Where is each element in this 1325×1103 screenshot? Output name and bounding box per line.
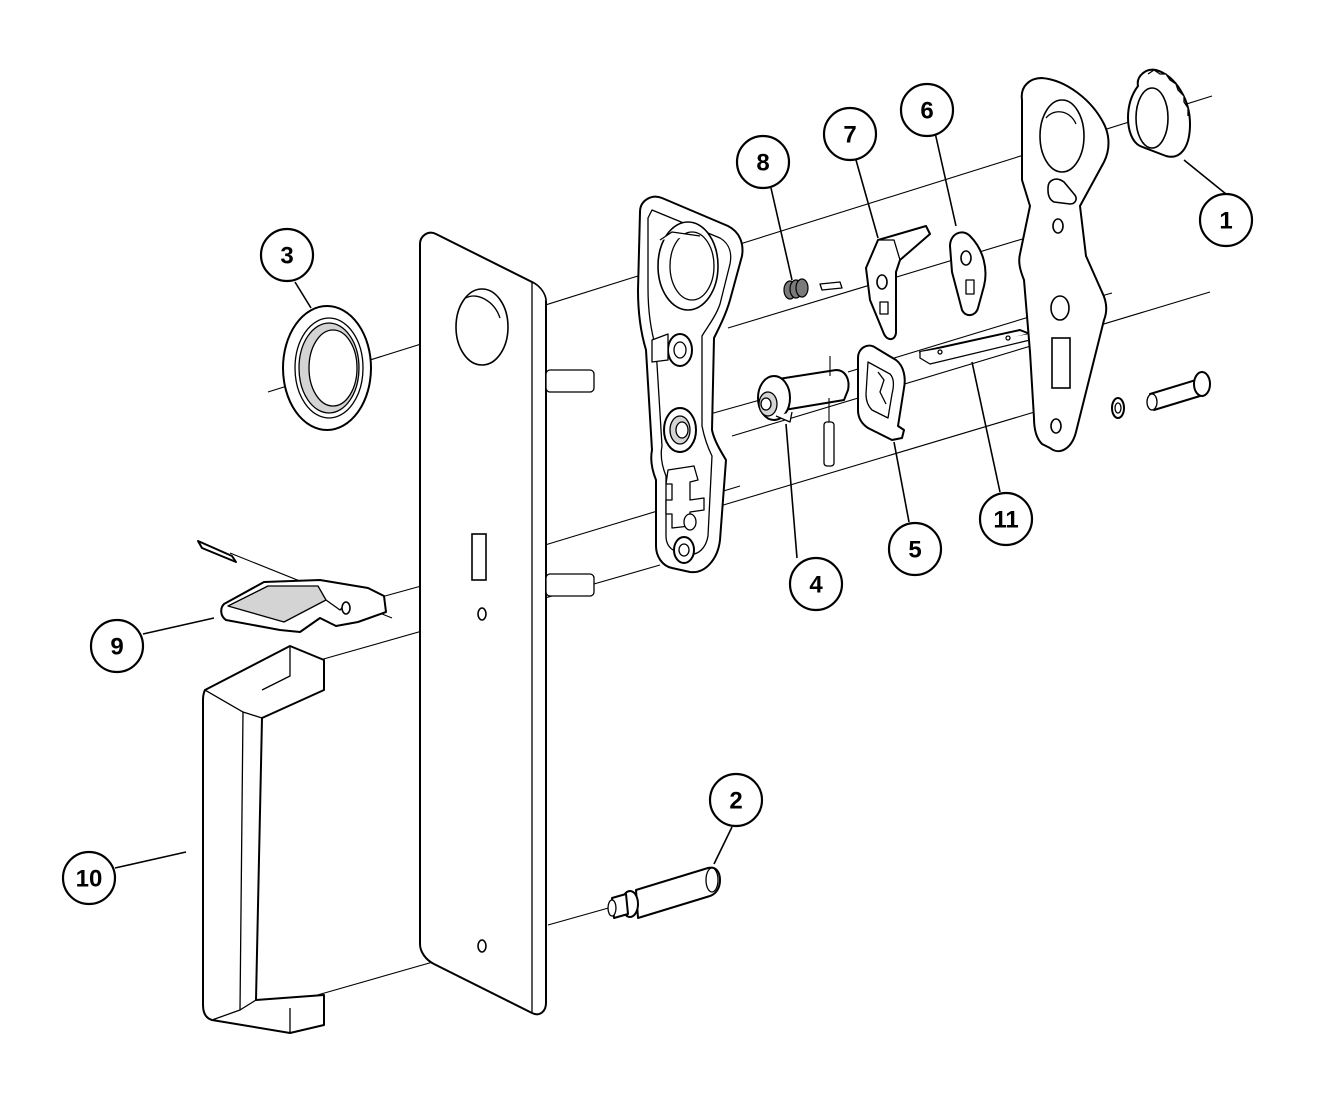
callout-11: 11 <box>978 491 1034 547</box>
part-7-latch-arm <box>865 225 931 340</box>
callout-7-circle <box>822 106 878 162</box>
callout-4: 4 <box>788 556 844 612</box>
callout-1: 1 <box>1198 192 1254 248</box>
escutcheon-plate <box>419 231 595 1016</box>
part-4-spindle <box>757 356 850 467</box>
callout-10: 10 <box>61 850 117 906</box>
callout-11-circle <box>978 491 1034 547</box>
callout-7: 7 <box>822 106 878 162</box>
callout-6-label: 6 <box>920 98 933 125</box>
part-10-handle <box>202 645 325 1034</box>
callout-10-label: 10 <box>76 866 103 893</box>
screw-and-washer <box>1111 371 1211 419</box>
callout-2-label: 2 <box>729 788 742 815</box>
callout-9-label: 9 <box>110 634 123 661</box>
callout-6-circle <box>899 82 955 138</box>
back-mounting-plate <box>1018 77 1110 453</box>
part-5-slide-frame <box>857 344 906 441</box>
callout-9-circle <box>89 618 145 674</box>
part-9-lever-trigger <box>197 540 387 633</box>
callout-1-circle <box>1198 192 1254 248</box>
callout-2-circle <box>708 772 764 828</box>
callout-9: 9 <box>89 618 145 674</box>
callout-6: 6 <box>899 82 955 138</box>
callout-3-label: 3 <box>280 243 293 270</box>
callout-2: 2 <box>708 772 764 828</box>
callout-8-label: 8 <box>756 150 769 177</box>
part-8-spring <box>783 278 843 300</box>
part-6-cam <box>949 231 987 316</box>
callout-3: 3 <box>259 227 315 283</box>
callout-5: 5 <box>887 521 943 577</box>
part-3-rose-ring <box>282 305 372 431</box>
callout-3-circle <box>259 227 315 283</box>
callout-5-label: 5 <box>908 537 921 564</box>
back-chassis <box>637 195 744 574</box>
callout-4-circle <box>788 556 844 612</box>
part-2-standoff <box>607 866 721 919</box>
callout-7-label: 7 <box>843 122 856 149</box>
callout-1-label: 1 <box>1219 208 1232 235</box>
callout-4-label: 4 <box>809 572 823 599</box>
part-11-strip <box>919 329 1031 365</box>
callout-11-label: 11 <box>993 507 1018 534</box>
callout-8: 8 <box>735 134 791 190</box>
callout-8-circle <box>735 134 791 190</box>
callout-5-circle <box>887 521 943 577</box>
part-1-knurled-nut <box>1127 68 1191 158</box>
callout-10-circle <box>61 850 117 906</box>
leader-lines <box>114 127 1227 869</box>
